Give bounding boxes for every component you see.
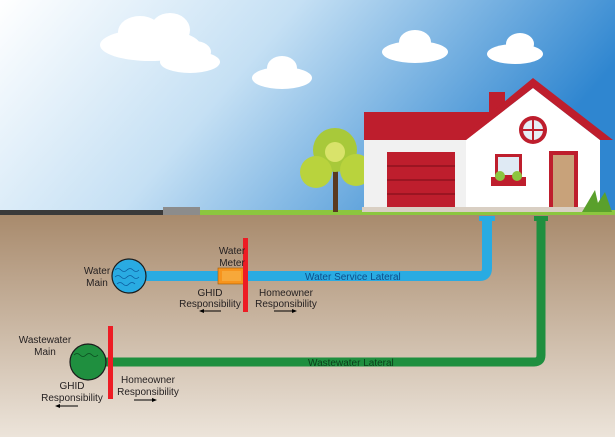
water-service-line bbox=[111, 216, 495, 312]
water-meter bbox=[217, 267, 246, 285]
cloud bbox=[382, 30, 448, 63]
grass bbox=[200, 210, 615, 215]
wastewater-main-pipe bbox=[69, 343, 107, 381]
water-boundary-marker bbox=[243, 238, 248, 312]
cloud bbox=[100, 13, 200, 61]
curb bbox=[163, 207, 200, 215]
main-roof bbox=[458, 78, 613, 140]
water-service-lateral-label: Water Service Lateral bbox=[305, 272, 401, 283]
right-arrow-icon bbox=[274, 309, 297, 313]
clouds bbox=[100, 13, 543, 89]
bush bbox=[582, 190, 612, 212]
ground bbox=[0, 214, 615, 437]
cloud bbox=[160, 41, 220, 73]
road bbox=[0, 210, 200, 215]
flower-box bbox=[491, 177, 526, 186]
cloud bbox=[252, 56, 312, 89]
house bbox=[362, 78, 613, 212]
wastewater-boundary-marker bbox=[108, 326, 113, 399]
right-arrow-icon bbox=[134, 398, 157, 402]
wastewater-line bbox=[69, 216, 548, 399]
wastewater-lateral-label: Wastewater Lateral bbox=[308, 358, 394, 369]
left-arrow-icon bbox=[55, 404, 78, 408]
left-arrow-icon bbox=[199, 309, 221, 313]
cloud bbox=[487, 33, 543, 64]
